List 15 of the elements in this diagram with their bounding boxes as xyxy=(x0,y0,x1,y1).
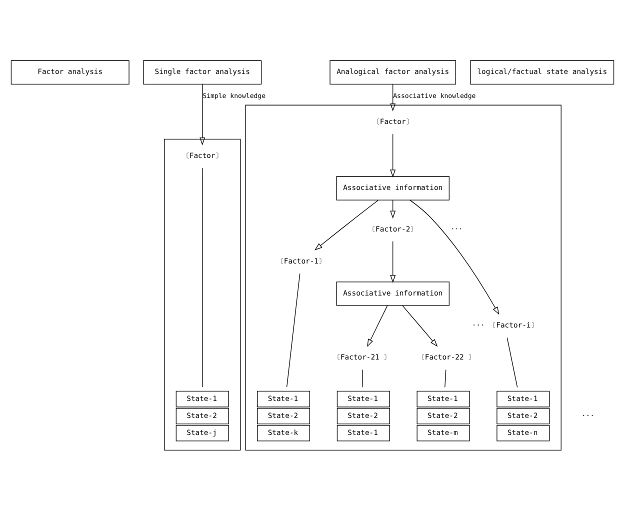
arrow xyxy=(390,240,396,282)
arrow xyxy=(402,304,438,346)
arrow xyxy=(390,199,396,218)
connector xyxy=(286,272,300,387)
connector xyxy=(202,167,203,387)
connector xyxy=(506,336,518,388)
arrow xyxy=(390,83,396,111)
connector xyxy=(362,368,364,388)
cluster xyxy=(245,104,562,450)
arrow xyxy=(200,84,206,145)
arrow xyxy=(390,133,396,177)
arrow xyxy=(314,199,379,250)
arrow xyxy=(367,304,388,346)
arrow xyxy=(410,199,500,314)
connector xyxy=(444,368,446,388)
